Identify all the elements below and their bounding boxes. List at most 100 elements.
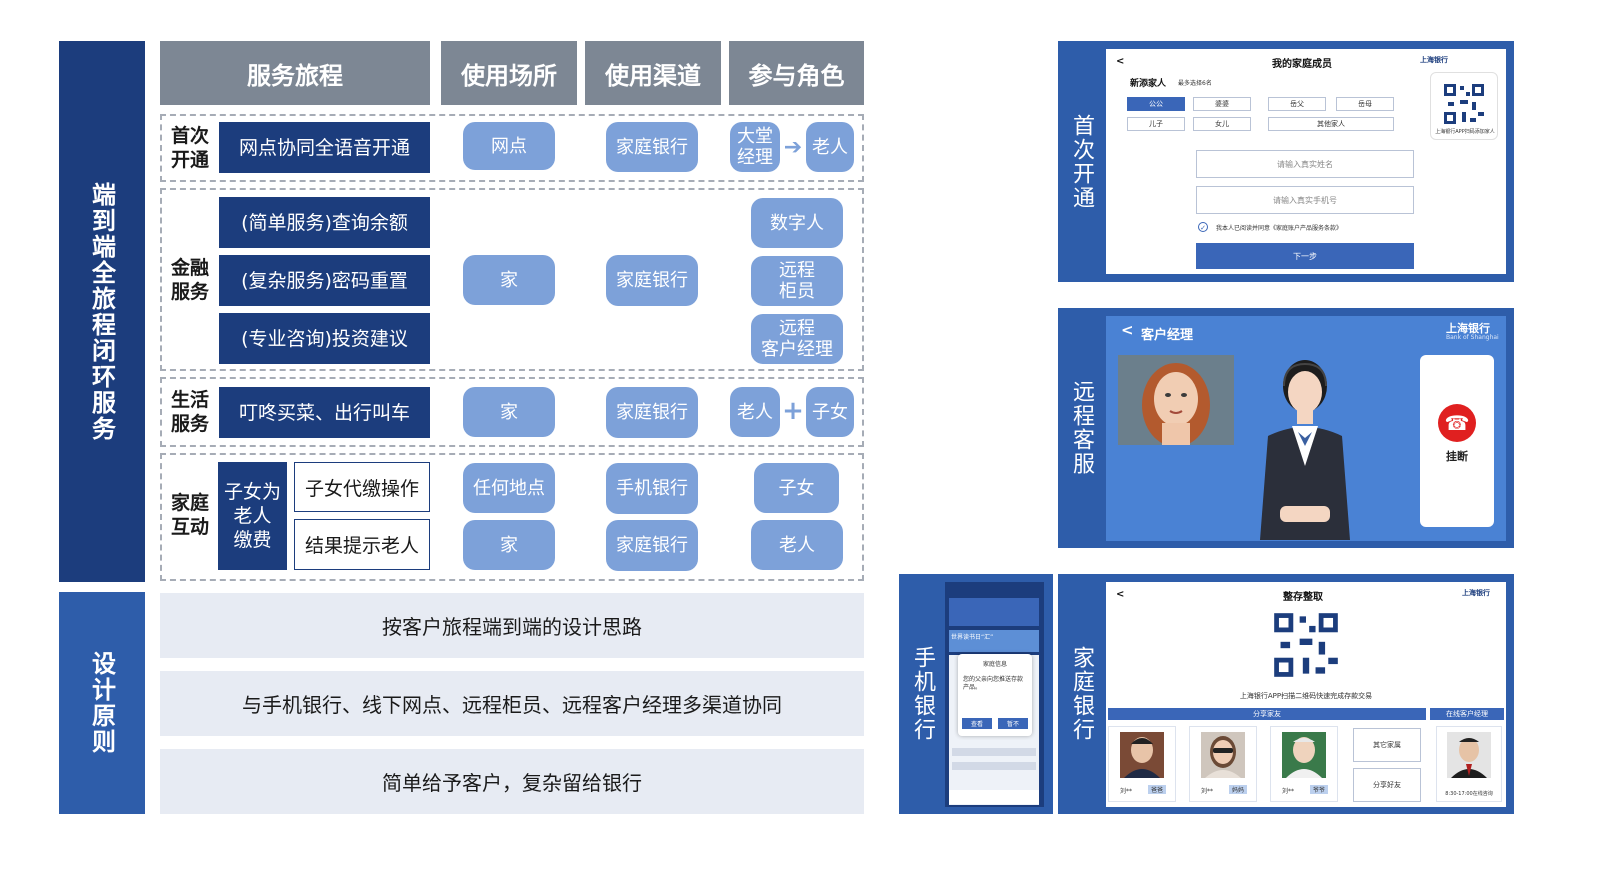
ss4-person-tag: 爸爸 bbox=[1148, 785, 1167, 794]
ss1-title: 我的家庭成员 bbox=[1272, 59, 1332, 70]
ss1-rel-2[interactable]: 婆婆 bbox=[1193, 97, 1251, 111]
place-life: 家 bbox=[463, 387, 555, 437]
ss4-qr-caption: 上海银行APP扫描二维码快速完成存款交易 bbox=[1239, 692, 1373, 700]
ss2-back-icon[interactable]: < bbox=[1121, 321, 1134, 339]
ss4-manager-card[interactable] bbox=[1436, 726, 1502, 802]
ss1-logo: 上海银行 bbox=[1420, 56, 1448, 64]
mb-list-1 bbox=[952, 748, 1036, 756]
channel-family-bank: 家庭银行 bbox=[606, 520, 698, 571]
place-finance: 家 bbox=[463, 255, 555, 305]
ss4-person-card[interactable] bbox=[1189, 726, 1257, 802]
mb-tabbar bbox=[949, 790, 1039, 804]
journey-notify-elderly: 结果提示老人 bbox=[294, 519, 430, 570]
ss1-check-icon[interactable]: ✓ bbox=[1198, 222, 1208, 232]
row-label-life: 生活 服务 bbox=[170, 389, 209, 435]
ss2-title: 客户经理 bbox=[1141, 328, 1194, 343]
ss4-manager-avatar bbox=[1447, 732, 1491, 778]
mb-view-button[interactable]: 查看 bbox=[962, 718, 992, 729]
ss4-person-card[interactable] bbox=[1108, 726, 1176, 802]
mb-list-2 bbox=[952, 762, 1036, 770]
plus-icon: + bbox=[782, 396, 804, 426]
ss4-person-avatar bbox=[1282, 732, 1326, 778]
ss1-hint: 最多选择6名 bbox=[1178, 80, 1212, 87]
ss4-share-friend-button[interactable]: 分享好友 bbox=[1353, 768, 1421, 802]
place-first-open: 网点 bbox=[463, 122, 555, 170]
journey-family-group: 子女为 老人 缴费 bbox=[218, 462, 287, 570]
principle-2: 与手机银行、线下网点、远程柜员、远程客户经理多渠道协同 bbox=[160, 671, 864, 736]
ss1-qr-caption: 上海银行APP扫码添加家人 bbox=[1435, 129, 1495, 135]
panel-label-remote: 远程客服 bbox=[1058, 308, 1104, 548]
ss4-manager-header: 在线客户经理 bbox=[1430, 708, 1504, 720]
ss1-rel-6[interactable]: 女儿 bbox=[1193, 117, 1251, 131]
role-children-family: 子女 bbox=[754, 463, 839, 513]
ss1-qr-code-icon bbox=[1442, 82, 1486, 126]
principle-title: 设计原则 bbox=[59, 592, 145, 814]
ss2-logo: 上海银行 bbox=[1446, 322, 1490, 335]
ss4-qr-code-icon bbox=[1271, 610, 1341, 680]
role-digital-human: 数字人 bbox=[751, 198, 843, 248]
ss4-person-name: 刘** bbox=[1120, 788, 1133, 795]
role-remote-manager: 远程 客户经理 bbox=[751, 314, 843, 364]
ss1-agreement: 我本人已阅读并同意《家庭账户产品服务条款》 bbox=[1216, 225, 1343, 232]
ss4-person-tag: 爷爷 bbox=[1310, 785, 1329, 794]
journey-investment: (专业咨询)投资建议 bbox=[219, 313, 430, 364]
ss1-add-member: 新添家人 bbox=[1130, 79, 1167, 89]
mb-banner: 世界读书日“汇” bbox=[949, 630, 1039, 652]
ss4-person-card[interactable] bbox=[1270, 726, 1338, 802]
ss1-rel-7[interactable]: 其他家人 bbox=[1268, 117, 1394, 131]
row-family bbox=[160, 453, 864, 581]
ss4-back[interactable]: < bbox=[1116, 589, 1125, 600]
ss4-manager-caption: 8:30-17:00在线咨询 bbox=[1445, 791, 1493, 797]
role-elderly-life: 老人 bbox=[730, 387, 780, 437]
role-remote-teller: 远程 柜员 bbox=[751, 256, 843, 306]
panel-label-family-bank: 家庭银行 bbox=[1058, 574, 1104, 814]
mb-later-button[interactable]: 暂不 bbox=[998, 718, 1028, 729]
ss2-customer-video bbox=[1118, 355, 1234, 445]
header-role: 参与角色 bbox=[729, 41, 864, 105]
left-title: 端到端全旅程闭环服务 bbox=[59, 41, 145, 582]
mb-dialog-title: 家庭信息 bbox=[982, 661, 1007, 668]
journey-password: (复杂服务)密码重置 bbox=[219, 255, 430, 306]
header-journey: 服务旅程 bbox=[160, 41, 430, 105]
ss4-title: 整存整取 bbox=[1283, 592, 1323, 603]
ss4-other-family-button[interactable]: 其它家属 bbox=[1353, 728, 1421, 762]
arrow-icon: ➔ bbox=[783, 134, 803, 160]
panel-label-first-open: 首次开通 bbox=[1058, 41, 1104, 282]
ss4-person-name: 刘** bbox=[1201, 788, 1214, 795]
ss1-rel-5[interactable]: 儿子 bbox=[1127, 117, 1185, 131]
ss1-phone-input[interactable]: 请输入真实手机号 bbox=[1196, 186, 1414, 214]
channel-life: 家庭银行 bbox=[606, 387, 698, 438]
panel-label-mobile: 手机银行 bbox=[899, 574, 945, 814]
journey-life: 叮咚买菜、出行叫车 bbox=[219, 387, 430, 438]
ss1-next-button[interactable]: 下一步 bbox=[1196, 243, 1414, 269]
mb-grid bbox=[949, 598, 1039, 626]
channel-first-open: 家庭银行 bbox=[606, 122, 698, 172]
ss1-rel-3[interactable]: 岳父 bbox=[1268, 97, 1326, 111]
journey-first-open: 网点协同全语音开通 bbox=[219, 122, 430, 173]
row-label-first-open: 首次 开通 bbox=[170, 125, 209, 171]
role-elderly-first-open: 老人 bbox=[806, 122, 854, 172]
ss4-logo: 上海银行 bbox=[1462, 589, 1490, 597]
ss1-name-input[interactable]: 请输入真实姓名 bbox=[1196, 150, 1414, 178]
journey-child-pay: 子女代缴操作 bbox=[294, 462, 430, 512]
ss2-logo-sub: Bank of Shanghai bbox=[1446, 334, 1499, 341]
place-anywhere: 任何地点 bbox=[463, 463, 555, 513]
role-children-life: 子女 bbox=[806, 387, 854, 437]
row-finance bbox=[160, 188, 864, 371]
role-elderly-family: 老人 bbox=[751, 520, 843, 570]
ss1-rel-1[interactable]: 公公 bbox=[1127, 97, 1185, 111]
row-label-finance: 金融 服务 bbox=[170, 257, 209, 303]
ss4-person-name: 刘** bbox=[1282, 788, 1295, 795]
row-label-family: 家庭 互动 bbox=[170, 492, 209, 538]
ss1-rel-4[interactable]: 岳母 bbox=[1336, 97, 1394, 111]
ss1-back[interactable]: < bbox=[1116, 56, 1125, 67]
channel-mobile: 手机银行 bbox=[606, 463, 698, 514]
ss4-share-header: 分享家友 bbox=[1108, 708, 1426, 720]
ss4-person-avatar bbox=[1201, 732, 1245, 778]
ss2-hangup-icon[interactable]: ☎ bbox=[1438, 404, 1476, 442]
mb-dialog-text: 您的父亲向您推送存款产品。 bbox=[963, 676, 1024, 691]
ss2-hangup-label: 挂断 bbox=[1446, 450, 1468, 463]
ss4-person-tag: 妈妈 bbox=[1229, 785, 1248, 794]
channel-finance: 家庭银行 bbox=[606, 255, 698, 306]
row-first-open bbox=[160, 114, 864, 182]
